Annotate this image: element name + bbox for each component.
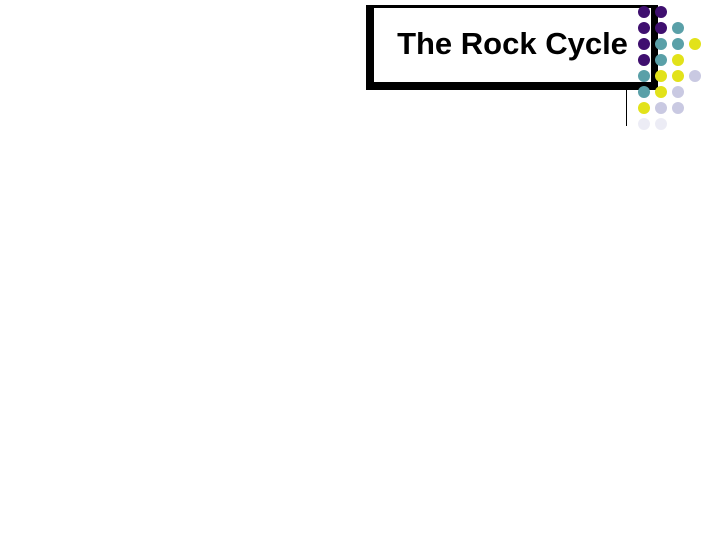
decorative-dot [689, 38, 701, 50]
decorative-dot [672, 38, 684, 50]
decorative-dot [689, 70, 701, 82]
decorative-dot [638, 70, 650, 82]
decorative-dot [638, 22, 650, 34]
decorative-dot [638, 102, 650, 114]
decorative-dot [672, 102, 684, 114]
decorative-dot [655, 54, 667, 66]
decorative-dot [638, 6, 650, 18]
decorative-dot [638, 118, 650, 130]
title-box-right-border [651, 5, 658, 90]
decorative-dot [655, 38, 667, 50]
decorative-dot [655, 22, 667, 34]
title-placeholder-box[interactable] [366, 5, 658, 90]
decorative-dot [655, 102, 667, 114]
decorative-dot-grid [638, 6, 720, 130]
decorative-dot [638, 86, 650, 98]
decorative-dot [672, 86, 684, 98]
title-box-bottom-border [366, 82, 658, 90]
title-box-left-border [366, 5, 374, 90]
decorative-dot [672, 22, 684, 34]
decorative-dot [655, 70, 667, 82]
decorative-dot [638, 38, 650, 50]
decorative-dot [655, 6, 667, 18]
decorative-dot [655, 118, 667, 130]
title-box-top-border [366, 5, 658, 8]
slide-title: The Rock Cycle [397, 25, 628, 61]
decorative-dot [672, 54, 684, 66]
decorative-dot [638, 54, 650, 66]
decorative-dot [672, 70, 684, 82]
decorative-dot [655, 86, 667, 98]
